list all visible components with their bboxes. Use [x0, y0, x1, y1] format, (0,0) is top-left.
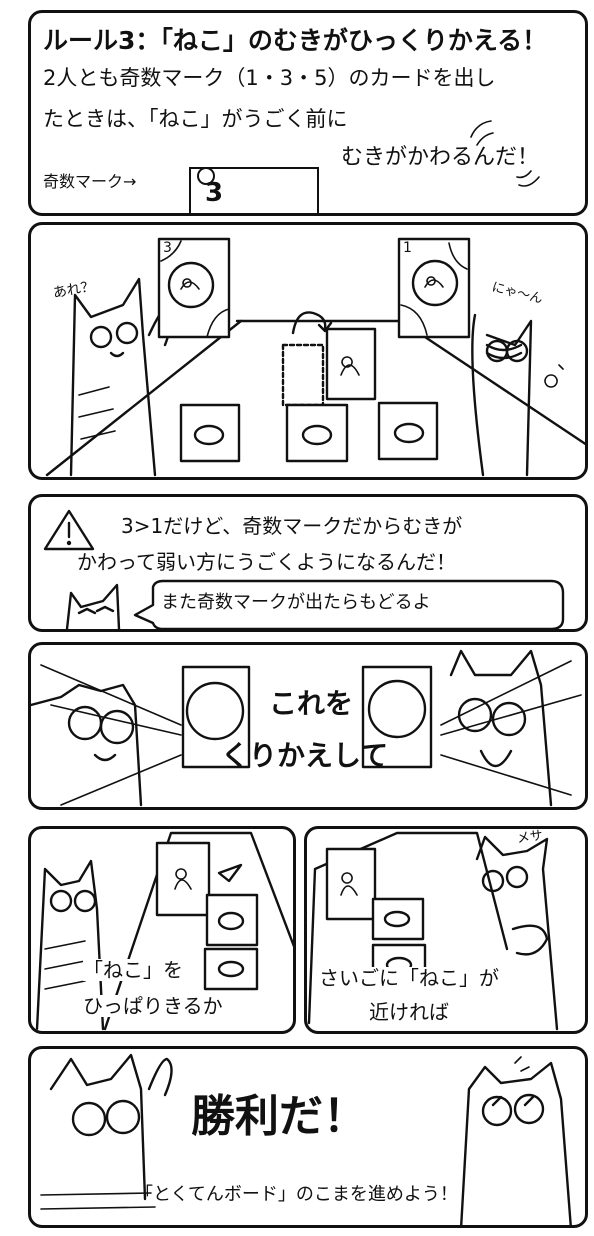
rule-line-1: 2人とも奇数マーク（1・3・5）のカードを出し: [43, 66, 496, 90]
explanation-line-2: かわって弱い方にうごくようになるんだ！: [77, 550, 456, 574]
repeat-text-2: くりかえして: [221, 739, 389, 772]
pull-scene: [35, 831, 293, 1031]
victory-text: 勝利だ！: [191, 1091, 367, 1142]
rule-line-2: たときは、「ねこ」がうごく前に: [43, 107, 348, 131]
left-cat: [69, 277, 174, 477]
victory-scene: [40, 1053, 572, 1225]
rule-line-3: むきがかわるんだ！: [341, 145, 540, 170]
panel-closer-wins: メサ さいごに「ねこ」が 近ければ: [304, 826, 588, 1034]
score-cards: [179, 401, 439, 463]
cat-piece-old-position: [281, 343, 325, 407]
panel-rule-3: ルール3：「ねこ」のむきがひっくりかえる！ 2人とも奇数マーク（1・3・5）のカ…: [28, 10, 588, 216]
panel-explanation: 3>1だけど、奇数マークだからむきが かわって弱い方にうごくようになるんだ！ ま…: [28, 494, 588, 632]
warning-icon: [43, 509, 95, 551]
left-card-number: 3: [163, 240, 172, 256]
odd-mark-icon: [197, 167, 215, 185]
panel-cards-played: あれ？ にゃ〜ん 3 1: [28, 222, 588, 480]
panel-pull-out: 「ねこ」を ひっぱりきるか: [28, 826, 296, 1034]
emphasis-lines-icon: [470, 120, 540, 187]
card-number: 3: [205, 178, 224, 208]
closer-text-1: さいごに「ねこ」が: [319, 966, 499, 990]
explanation-line-1: 3>1だけど、奇数マークだからむきが: [121, 514, 463, 538]
panel-repeat: これを くりかえして: [28, 642, 588, 810]
victory-caption: 「とくてんボード」のこまを進めよう！: [135, 1184, 458, 1205]
speech-bubble-text: また奇数マークが出たらもどるよ: [161, 592, 431, 613]
repeat-scene: [31, 649, 582, 807]
odd-card-sample: 3: [189, 167, 319, 213]
right-card-number: 1: [403, 240, 412, 256]
closer-text-2: 近ければ: [369, 1000, 449, 1024]
pull-text-1: 「ねこ」を: [83, 958, 183, 982]
panel-victory: 勝利だ！ 「とくてんボード」のこまを進めよう！: [28, 1046, 588, 1228]
odd-mark-label: 奇数マーク→: [43, 172, 137, 191]
bubble-scene: [65, 579, 565, 629]
board-scene: [45, 237, 585, 477]
pull-text-2: ひっぱりきるか: [83, 994, 223, 1018]
repeat-text-1: これを: [269, 687, 354, 720]
right-cat: [471, 313, 564, 477]
rule-title: ルール3：「ねこ」のむきがひっくりかえる！: [43, 26, 548, 55]
